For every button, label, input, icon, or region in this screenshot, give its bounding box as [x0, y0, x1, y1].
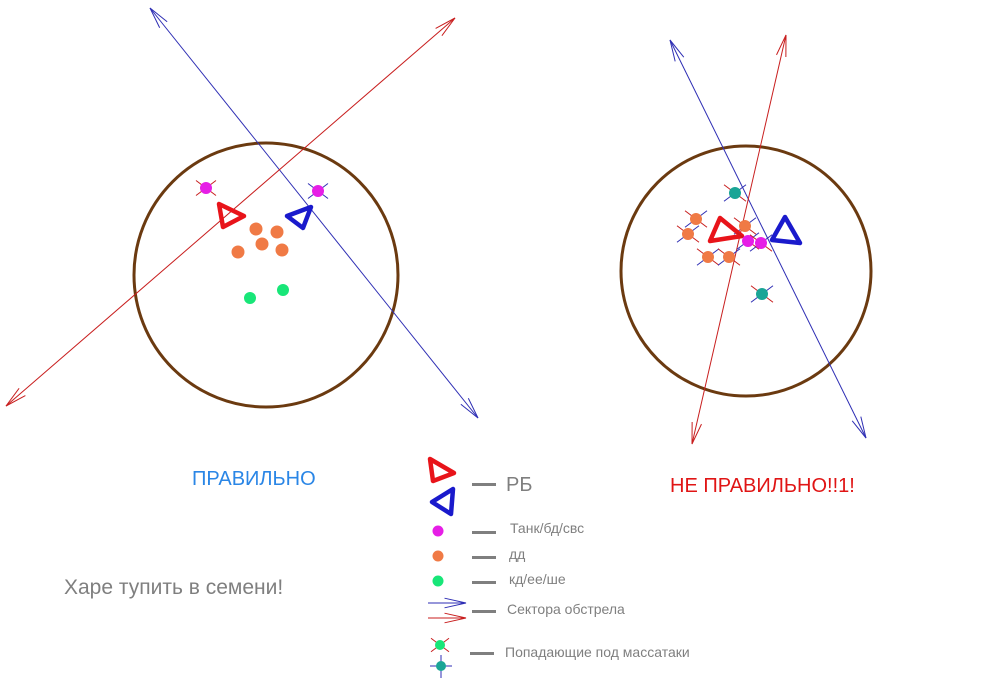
fire-sector-arrow-blue: [149, 7, 479, 419]
hit-tank-icon: [736, 232, 760, 250]
hit-dd-icon: [696, 248, 720, 266]
legend-dash-tank: [472, 531, 496, 534]
tank-dot-icon: [312, 185, 324, 197]
legend-dash-kd: [472, 581, 496, 584]
hit-healer-icon: [723, 184, 747, 202]
tank-dot-icon: [200, 182, 212, 194]
dd-dot-icon: [255, 237, 269, 251]
arrow-head: [435, 17, 456, 36]
dd-dot-icon: [270, 225, 284, 239]
hit-dot-icon: [755, 237, 767, 249]
hit-dot-icon: [682, 228, 694, 240]
hit-dot-icon: [756, 288, 768, 300]
correct-arrangement: [5, 7, 479, 419]
dd-dot-icon: [231, 245, 245, 259]
legend-label-rb: РБ: [506, 474, 533, 496]
dd-dot-icon: [275, 243, 289, 257]
hit-dot-icon: [702, 251, 714, 263]
legend-label-sectors: Сектора обстрела: [507, 601, 625, 617]
legend-green-dot-icon: [432, 575, 444, 587]
legend-label-tank: Танк/бд/свс: [510, 520, 585, 536]
arrow-head: [460, 398, 479, 419]
bottom-caption: Харе тупить в семени!: [64, 576, 284, 599]
hit-dot-icon: [723, 251, 735, 263]
hit-dd-icon: [717, 248, 741, 266]
legend-heal-triangle-icon: [429, 486, 456, 517]
boss-area-ring-right: [619, 144, 873, 398]
wrong-arrangement: [619, 34, 873, 445]
legend-dash-dd: [472, 556, 496, 559]
legend-dash-sectors: [472, 610, 496, 613]
main-tank-triangle-icon: [216, 201, 247, 230]
boss-area-ring-left: [132, 141, 400, 409]
healer-dot-icon: [244, 292, 256, 304]
arrow-shaft: [691, 34, 787, 445]
hit-dd-icon: [676, 225, 700, 243]
hit-tank-icon: [749, 234, 773, 252]
legend-magenta-dot-icon: [432, 525, 444, 537]
hit-dot-icon: [742, 235, 754, 247]
main-tank-triangle-icon: [707, 215, 745, 244]
legend: [427, 456, 467, 678]
arrow-head: [149, 7, 168, 28]
arrow-head: [444, 612, 467, 624]
healer-dot-icon: [277, 284, 289, 296]
hit-dot-icon: [690, 213, 702, 225]
correct-label: ПРАВИЛЬНО: [192, 468, 316, 490]
legend-label-kd: кд/ее/ше: [509, 571, 566, 587]
hit-dot-icon: [435, 640, 445, 650]
arrow-head: [669, 39, 685, 62]
legend-arrow-red: [428, 612, 467, 624]
legend-label-dd: дд: [509, 546, 526, 562]
arrow-head: [776, 34, 787, 58]
arrow-head: [444, 597, 467, 609]
legend-hit-healer-icon: [430, 655, 452, 678]
fire-sector-arrow-blue: [669, 39, 867, 439]
arrow-head: [851, 416, 867, 439]
legend-arrow-blue: [428, 597, 467, 609]
legend-hit-dd-icon: [430, 637, 450, 653]
legend-tank-triangle-icon: [427, 456, 457, 484]
hit-dot-icon: [729, 187, 741, 199]
legend-orange-dot-icon: [432, 550, 444, 562]
hit-dot-icon: [436, 661, 446, 671]
legend-dash-rb: [472, 483, 496, 486]
hit-dd-icon: [684, 210, 708, 228]
dd-dot-icon: [249, 222, 263, 236]
arrow-head: [691, 421, 702, 445]
off-tank-triangle-icon: [284, 204, 314, 231]
hit-healer-icon: [750, 285, 774, 303]
fire-sector-arrow-red: [691, 34, 787, 445]
legend-dash-hit: [470, 652, 494, 655]
arrow-shaft: [669, 39, 867, 439]
wrong-label: НЕ ПРАВИЛЬНО!!1!: [670, 475, 855, 497]
legend-label-hit: Попадающие под массатаки: [505, 644, 690, 660]
arrow-head: [5, 388, 26, 407]
arrow-shaft: [149, 7, 479, 419]
off-tank-triangle-icon: [769, 214, 803, 246]
hit-dot-icon: [739, 220, 751, 232]
